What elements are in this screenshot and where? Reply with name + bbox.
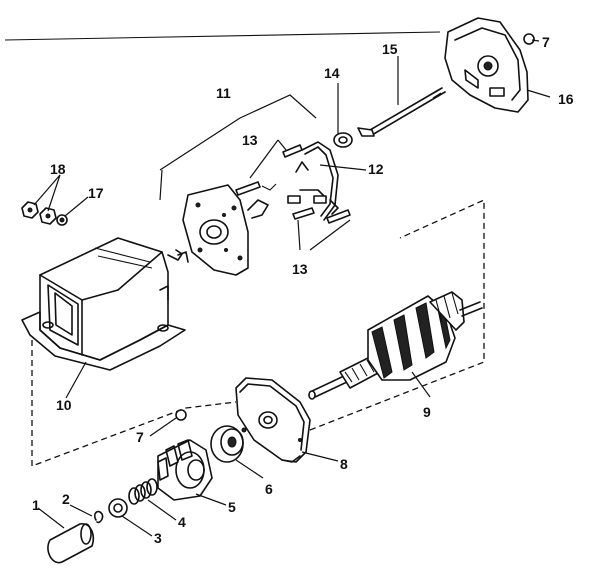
- callout-7-lower: 7: [136, 429, 144, 445]
- callout-labels: 1 2 3 4 5 6 7 7 8 9 10 11 12 13 13 14 15…: [32, 34, 574, 546]
- callout-18: 18: [50, 161, 66, 177]
- top-border-line: [4, 31, 441, 41]
- collar-part-3: [108, 498, 128, 518]
- leader-lines: [33, 39, 551, 537]
- callout-6: 6: [265, 481, 273, 497]
- callout-13-lower: 13: [292, 261, 308, 277]
- callout-3: 3: [154, 530, 162, 546]
- nuts-part-18: [21, 201, 57, 225]
- brush-parts-13: [235, 144, 351, 224]
- drive-end-plate-part-8: [235, 377, 311, 463]
- callout-16: 16: [558, 91, 574, 107]
- through-bolt-part-15: [357, 87, 446, 137]
- drive-pinion-part-5: [157, 439, 213, 501]
- retaining-ring-part-2: [93, 510, 104, 524]
- end-cap-part-16: [444, 17, 529, 113]
- nut-part-7-top: [523, 33, 535, 45]
- bearing-part-6: [210, 425, 247, 463]
- callout-14: 14: [324, 65, 340, 81]
- assembly-dashed-outline: [31, 198, 485, 467]
- callout-7-top: 7: [542, 34, 550, 50]
- callout-5: 5: [228, 499, 236, 515]
- callout-15: 15: [382, 41, 398, 57]
- callout-10: 10: [56, 397, 72, 413]
- spring-part-4: [128, 478, 158, 505]
- callout-4: 4: [178, 514, 186, 530]
- brush-holder-part-12: [287, 141, 339, 221]
- callout-17: 17: [88, 185, 104, 201]
- cap-part-1: [47, 523, 95, 564]
- callout-13-upper: 13: [242, 132, 258, 148]
- callout-2: 2: [62, 491, 70, 507]
- callout-8: 8: [340, 456, 348, 472]
- brush-plate-part-11: [177, 184, 269, 276]
- motor-frame-part-10: [21, 237, 186, 371]
- armature-part-9: [308, 291, 483, 400]
- callout-11: 11: [216, 85, 231, 101]
- callout-9: 9: [423, 404, 431, 420]
- screw-part-17: [56, 214, 68, 226]
- washer-part-14: [333, 132, 353, 148]
- callout-1: 1: [32, 497, 40, 513]
- callout-12: 12: [368, 161, 384, 177]
